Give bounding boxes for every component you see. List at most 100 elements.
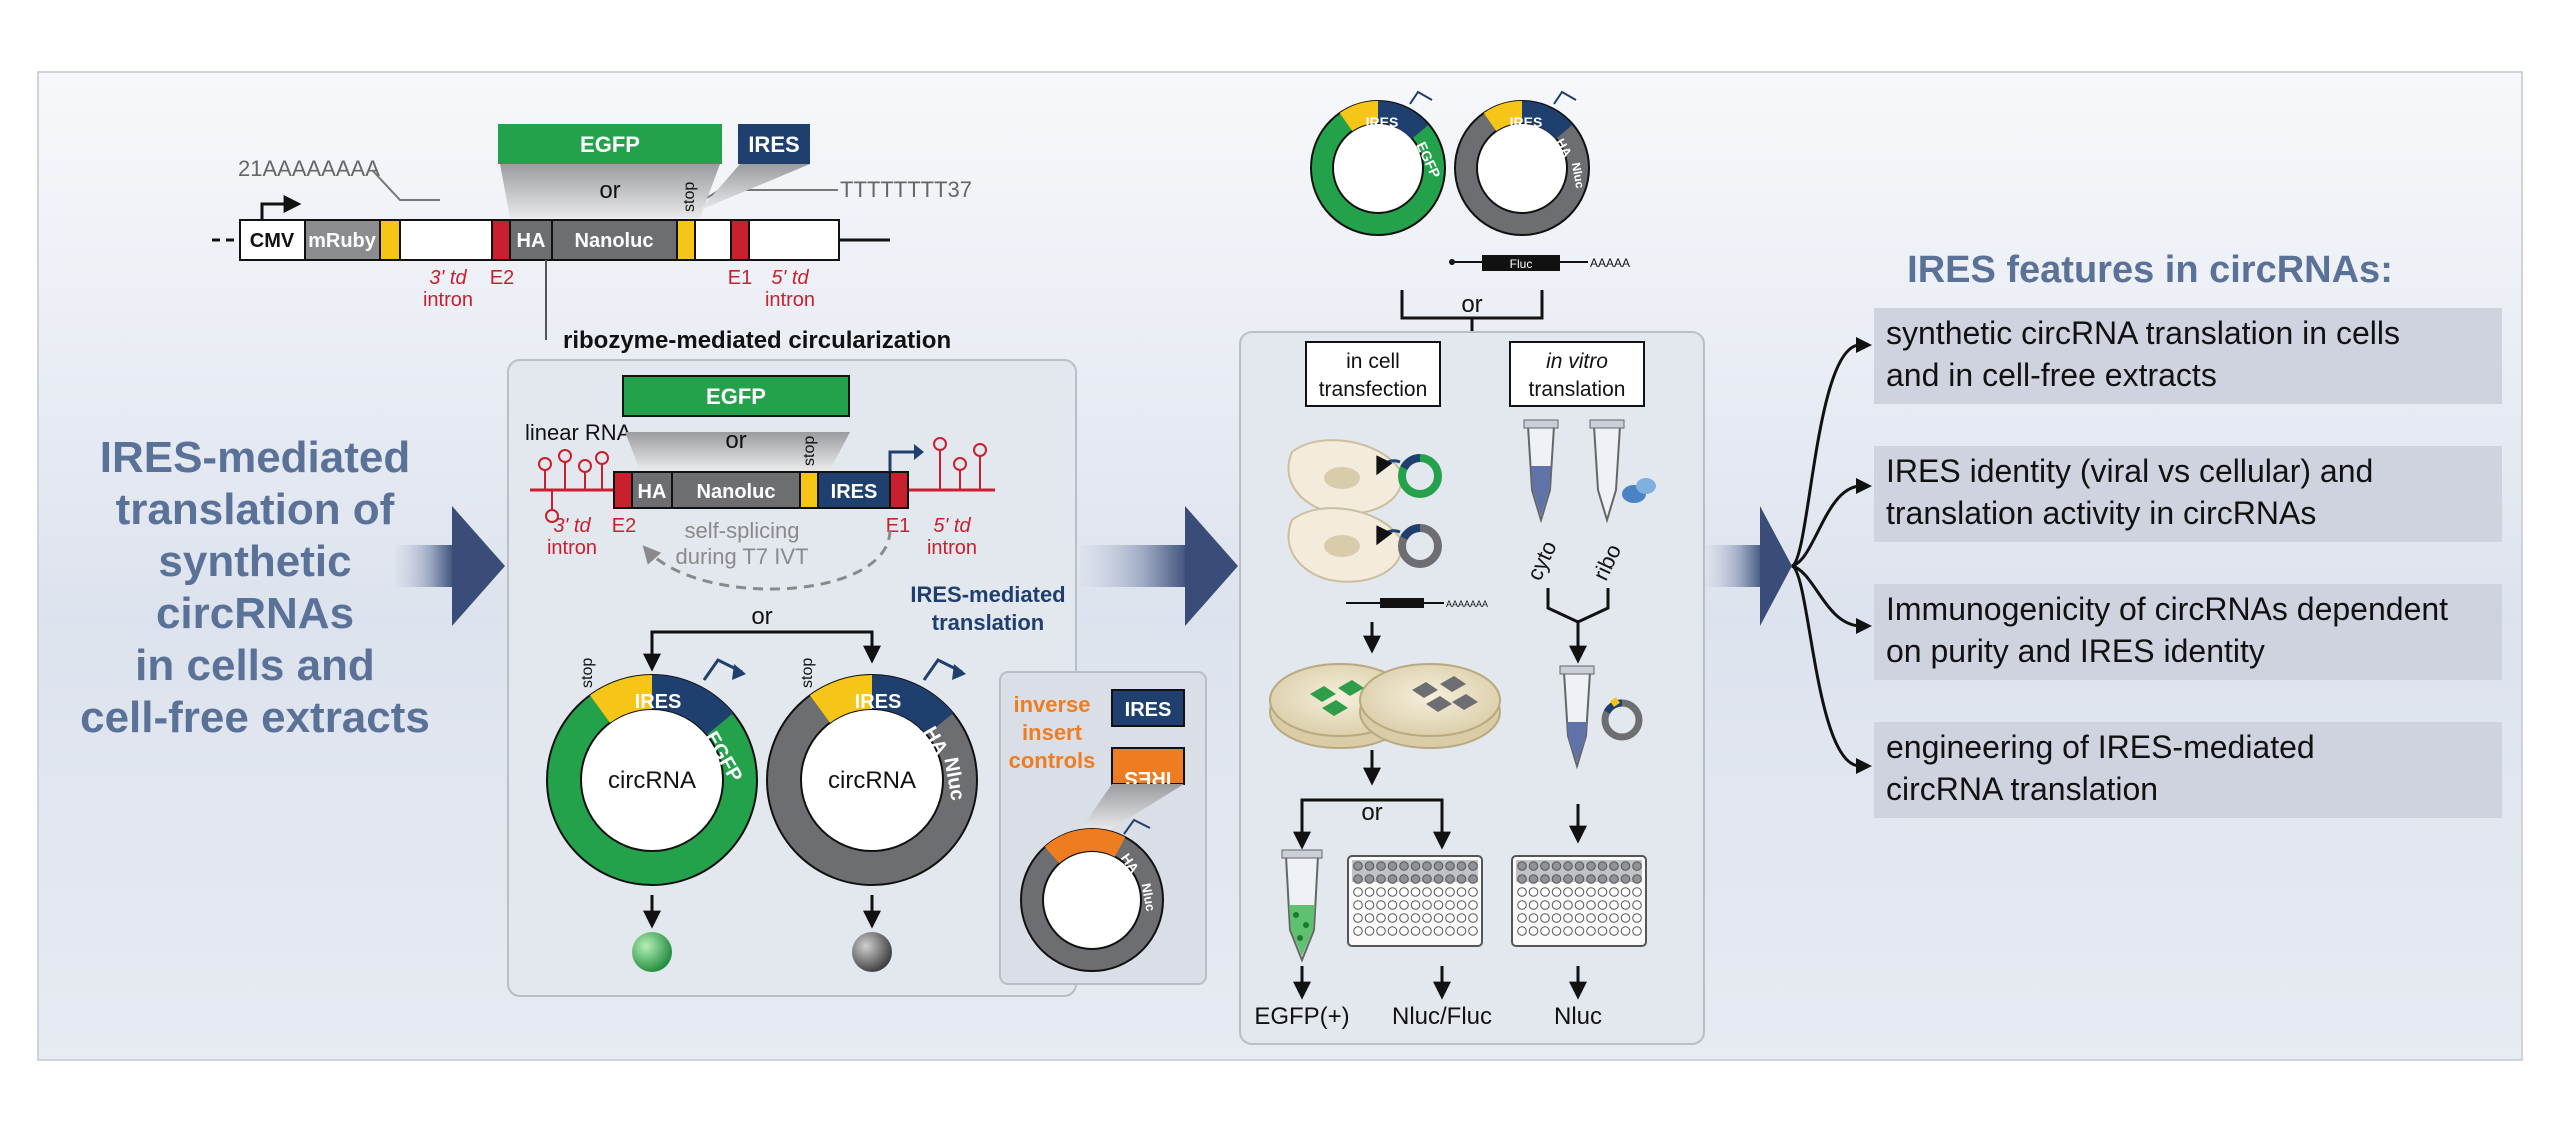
plate-well [1609,861,1619,871]
svg-text:or: or [725,427,746,454]
plate-well [1353,861,1363,871]
plate-well [1376,861,1386,871]
plate-well [1586,887,1596,897]
svg-text:AAAAAAA: AAAAAAA [1446,599,1488,609]
plate-well [1410,900,1421,910]
title-line-1: IRES-mediated [100,433,411,482]
plate-well [1517,913,1527,923]
construct-stop-label: stop [681,182,698,212]
plate-well [1517,900,1527,910]
assay-section: IRES EGFP IRES HA Nluc Fluc AAAAA or in … [1239,90,1705,1045]
svg-text:translation: translation [1529,378,1626,401]
title-line-2: translation of [116,485,395,534]
reaction-tube [1559,665,1643,770]
culture-dishes [1269,663,1501,749]
plate-well [1517,861,1527,871]
plate-well [1563,887,1573,897]
svg-text:translation activity in circRN: translation activity in circRNAs [1886,495,2316,531]
plate-well [1376,887,1386,897]
plate-well [1620,900,1631,910]
plate-well [1574,913,1585,923]
plate-well [1540,887,1550,897]
plate-well [1632,926,1642,936]
plate-well [1433,900,1444,910]
plate-well [1528,926,1539,936]
plate-well [1364,913,1375,923]
plate-well [1551,926,1562,936]
svg-text:IRES: IRES [855,691,902,713]
svg-text:in vitro: in vitro [1546,350,1608,373]
svg-text:engineering of IRES-mediated: engineering of IRES-mediated [1886,729,2315,765]
svg-text:IRES: IRES [1125,699,1172,721]
inverse-insert-controls: inverse insert controls IRES IRES IRES H… [999,671,1207,985]
plate-well [1353,926,1363,936]
plate-well [1433,861,1444,871]
cyto-tube [1523,419,1559,524]
plate-well [1422,887,1432,897]
svg-text:transfection: transfection [1319,378,1428,401]
ribo-tube [1589,419,1656,524]
intron3-box [399,219,493,261]
plate-well [1609,887,1619,897]
plate-well [1468,913,1478,923]
plate-well [1586,926,1596,936]
svg-text:CMV: CMV [250,230,295,252]
svg-text:E1: E1 [886,515,910,537]
features-title: IRES features in circRNAs: [1907,249,2393,291]
plate-well [1445,887,1455,897]
plate-well [1456,874,1467,884]
plate-well [1468,861,1478,871]
plate-well [1445,900,1455,910]
flow-tube [1281,849,1323,963]
svg-text:intron: intron [547,537,597,559]
svg-text:stop: stop [801,436,818,466]
svg-text:linear RNA: linear RNA [525,420,632,445]
feature-branches [1790,343,1861,768]
circrna-egfp: IRES EGFP stop circRNA [546,658,758,972]
svg-text:stop: stop [579,658,596,688]
flow-arrow-1 [395,506,505,626]
plate-well [1540,913,1550,923]
plate-well [1387,861,1398,871]
plate-well [1609,913,1619,923]
plate-well [1574,900,1585,910]
plate-well [1456,926,1467,936]
svg-text:3' td: 3' td [553,515,591,537]
svg-text:synthetic circRNA translation: synthetic circRNA translation in cells [1886,315,2400,351]
feature-item-2: IRES identity (viral vs cellular) and tr… [1874,446,2502,542]
svg-text:or: or [1361,799,1382,826]
readout-egfp: EGFP(+) [1254,1003,1349,1030]
polya-label: 21AAAAAAAA [238,156,380,181]
feature-item-1: synthetic circRNA translation in cells a… [1874,308,2502,404]
svg-text:or: or [751,603,772,630]
plate-well [1551,874,1562,884]
plate-well [1399,874,1409,884]
svg-text:intron: intron [423,289,473,311]
plate-well [1563,926,1573,936]
linear-rna: linear RNA EGFP or HA Nanoluc stop IRES [525,375,995,591]
svg-text:in cell: in cell [1346,350,1400,373]
plate-well [1364,874,1375,884]
plate-well [1574,887,1585,897]
plate-well [1540,926,1550,936]
plate-well [1586,861,1596,871]
svg-text:circRNA translation: circRNA translation [1886,771,2158,807]
plate-well [1517,926,1527,936]
plate-well [1410,861,1421,871]
plate-well [1399,913,1409,923]
svg-text:IRES: IRES [1366,114,1399,130]
plate-well [1632,900,1642,910]
plate-well [1387,900,1398,910]
flow-arrow-2 [1080,506,1238,626]
plate-well [1376,874,1386,884]
plate-well [1632,874,1642,884]
plate-well [1399,861,1409,871]
plate-well [1528,913,1539,923]
plate-well [1528,861,1539,871]
plate-well [1586,874,1596,884]
title-line-6: cell-free extracts [80,693,430,742]
plate-well [1433,913,1444,923]
plate-well [1563,874,1573,884]
svg-text:stop: stop [799,658,816,688]
